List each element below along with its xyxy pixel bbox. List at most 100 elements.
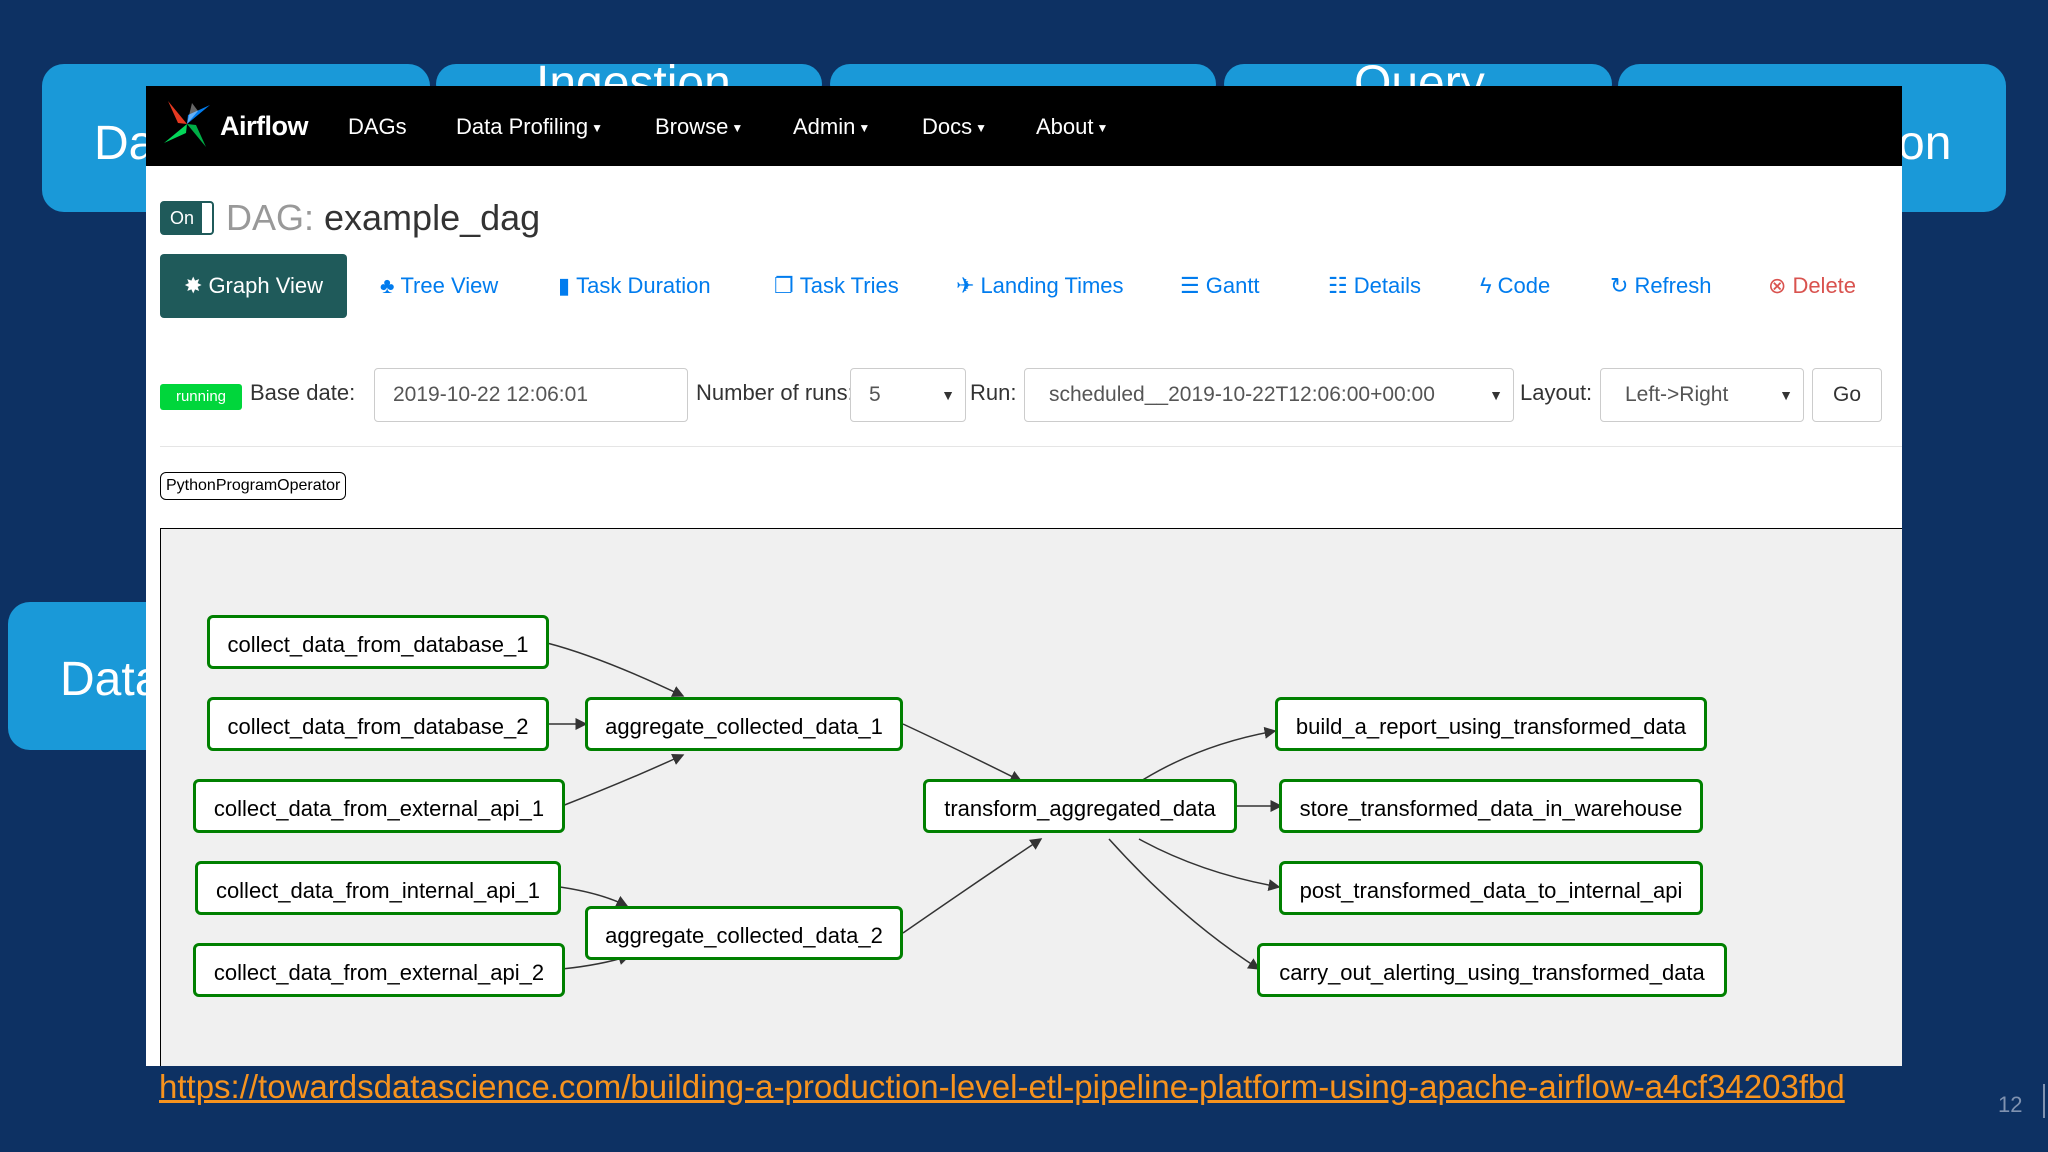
task-node[interactable]: aggregate_collected_data_1 — [585, 697, 903, 751]
task-node[interactable]: post_transformed_data_to_internal_api — [1279, 861, 1703, 915]
task-node[interactable]: build_a_report_using_transformed_data — [1275, 697, 1707, 751]
slide-number: 12 — [1998, 1092, 2023, 1117]
task-node[interactable]: collect_data_from_external_api_2 — [193, 943, 565, 997]
nav-dags[interactable]: DAGs — [348, 114, 407, 140]
num-runs-label: Number of runs: — [696, 380, 854, 405]
edge — [1108, 838, 1261, 970]
tab-gantt[interactable]: ☰Gantt — [1180, 254, 1260, 318]
tab-delete[interactable]: ⊗Delete — [1768, 254, 1856, 318]
operator-legend[interactable]: PythonProgramOperator — [160, 472, 347, 500]
asterisk-icon: ✸ — [184, 273, 203, 298]
layout-select[interactable]: Left->Right ▼ — [1600, 368, 1804, 422]
list-icon: ☷ — [1328, 273, 1348, 298]
tab-label: Landing Times — [980, 273, 1124, 298]
layout-label: Layout: — [1520, 380, 1593, 405]
duplicate-icon: ❐ — [774, 273, 794, 298]
tab-label: Task Duration — [576, 273, 711, 298]
pinwheel-logo-icon — [162, 99, 212, 154]
tab-task-tries[interactable]: ❐Task Tries — [774, 254, 899, 318]
tab-landing-times[interactable]: ✈Landing Times — [956, 254, 1124, 318]
caret-down-icon: ▼ — [1096, 121, 1109, 136]
dag-name: example_dag — [324, 197, 541, 238]
layout-value: Left->Right — [1625, 383, 1729, 406]
select-arrow-icon: ▼ — [1779, 387, 1793, 403]
slide-divider — [2043, 1084, 2045, 1118]
num-runs-value: 5 — [869, 383, 881, 406]
task-node[interactable]: store_transformed_data_in_warehouse — [1279, 779, 1703, 833]
tab-label: Refresh — [1634, 273, 1712, 298]
nav-label: Browse — [655, 114, 729, 139]
tab-tree-view[interactable]: ♣Tree View — [380, 254, 498, 318]
nav-admin[interactable]: Admin▼ — [793, 114, 870, 140]
flash-icon: ϟ — [1480, 273, 1492, 298]
go-button[interactable]: Go — [1812, 368, 1882, 422]
align-left-icon: ☰ — [1180, 273, 1200, 298]
edge — [1138, 838, 1281, 892]
caret-down-icon: ▼ — [731, 121, 744, 136]
brand[interactable]: Airflow — [162, 99, 309, 154]
tab-label: Task Tries — [799, 273, 899, 298]
base-date-input[interactable]: 2019-10-22 12:06:01 — [374, 368, 688, 422]
edge — [559, 886, 629, 907]
select-arrow-icon: ▼ — [941, 387, 955, 403]
tab-label: Graph View — [208, 273, 323, 298]
task-node[interactable]: collect_data_from_internal_api_1 — [195, 861, 561, 915]
num-runs-select[interactable]: 5 ▼ — [850, 368, 966, 422]
edge — [1140, 726, 1277, 782]
source-link[interactable]: https://towardsdatascience.com/building-… — [159, 1068, 1845, 1105]
edge — [561, 753, 685, 807]
tab-label: Gantt — [1205, 273, 1260, 298]
caret-down-icon: ▼ — [975, 121, 988, 136]
task-node[interactable]: collect_data_from_external_api_1 — [193, 779, 565, 833]
tab-refresh[interactable]: ↻Refresh — [1610, 254, 1711, 318]
slide-tab-label: on — [1898, 117, 1952, 170]
nav-label: Docs — [922, 114, 973, 139]
nav-browse[interactable]: Browse▼ — [655, 114, 743, 140]
tab-task-duration[interactable]: ▮Task Duration — [558, 254, 711, 318]
nav-label: About — [1036, 114, 1094, 139]
edge — [902, 838, 1043, 934]
base-date-label: Base date: — [250, 380, 356, 405]
task-node[interactable]: aggregate_collected_data_2 — [585, 906, 903, 960]
dag-header: On DAG: example_dag — [160, 197, 541, 238]
task-node[interactable]: collect_data_from_database_1 — [207, 615, 549, 669]
tab-graph-view[interactable]: ✸Graph View — [160, 254, 347, 318]
tab-label: Code — [1497, 273, 1551, 298]
nav-data-profiling[interactable]: Data Profiling▼ — [456, 114, 603, 140]
select-arrow-icon: ▼ — [1489, 387, 1503, 403]
plane-icon: ✈ — [956, 273, 975, 298]
airflow-window: Airflow DAGs Data Profiling▼ Browse▼ Adm… — [146, 86, 1902, 1066]
tree-icon: ♣ — [380, 273, 395, 298]
toggle-label: On — [162, 203, 202, 233]
nav-label: Admin — [793, 114, 856, 139]
nav-label: DAGs — [348, 114, 407, 139]
nav-docs[interactable]: Docs▼ — [922, 114, 987, 140]
nav-about[interactable]: About▼ — [1036, 114, 1108, 140]
task-node[interactable]: transform_aggregated_data — [923, 779, 1237, 833]
nav-label: Data Profiling — [456, 114, 589, 139]
run-label: Run: — [970, 380, 1017, 405]
refresh-icon: ↻ — [1610, 273, 1629, 298]
slide-tab-label: Data — [60, 653, 162, 706]
tab-label: Delete — [1792, 273, 1857, 298]
caret-down-icon: ▼ — [858, 121, 871, 136]
caret-down-icon: ▼ — [591, 121, 603, 136]
run-value: scheduled__2019-10-22T12:06:00+00:00 — [1049, 383, 1435, 406]
tab-label: Tree View — [400, 273, 499, 298]
tab-details[interactable]: ☷Details — [1328, 254, 1421, 318]
task-node[interactable]: carry_out_alerting_using_transformed_dat… — [1257, 943, 1727, 997]
dag-toggle[interactable]: On — [160, 201, 214, 235]
slide-tab-label: Da — [94, 117, 156, 170]
state-badge-running: running — [160, 384, 242, 410]
edge — [902, 723, 1023, 782]
edge — [546, 642, 685, 697]
divider — [160, 446, 1902, 447]
task-node[interactable]: collect_data_from_database_2 — [207, 697, 549, 751]
navbar: Airflow DAGs Data Profiling▼ Browse▼ Adm… — [146, 86, 1902, 166]
brand-name: Airflow — [220, 110, 309, 141]
run-select[interactable]: scheduled__2019-10-22T12:06:00+00:00 ▼ — [1024, 368, 1514, 422]
dag-label: DAG: — [226, 197, 315, 238]
dag-graph: collect_data_from_database_1 collect_dat… — [160, 528, 1902, 1066]
bar-chart-icon: ▮ — [558, 273, 571, 298]
